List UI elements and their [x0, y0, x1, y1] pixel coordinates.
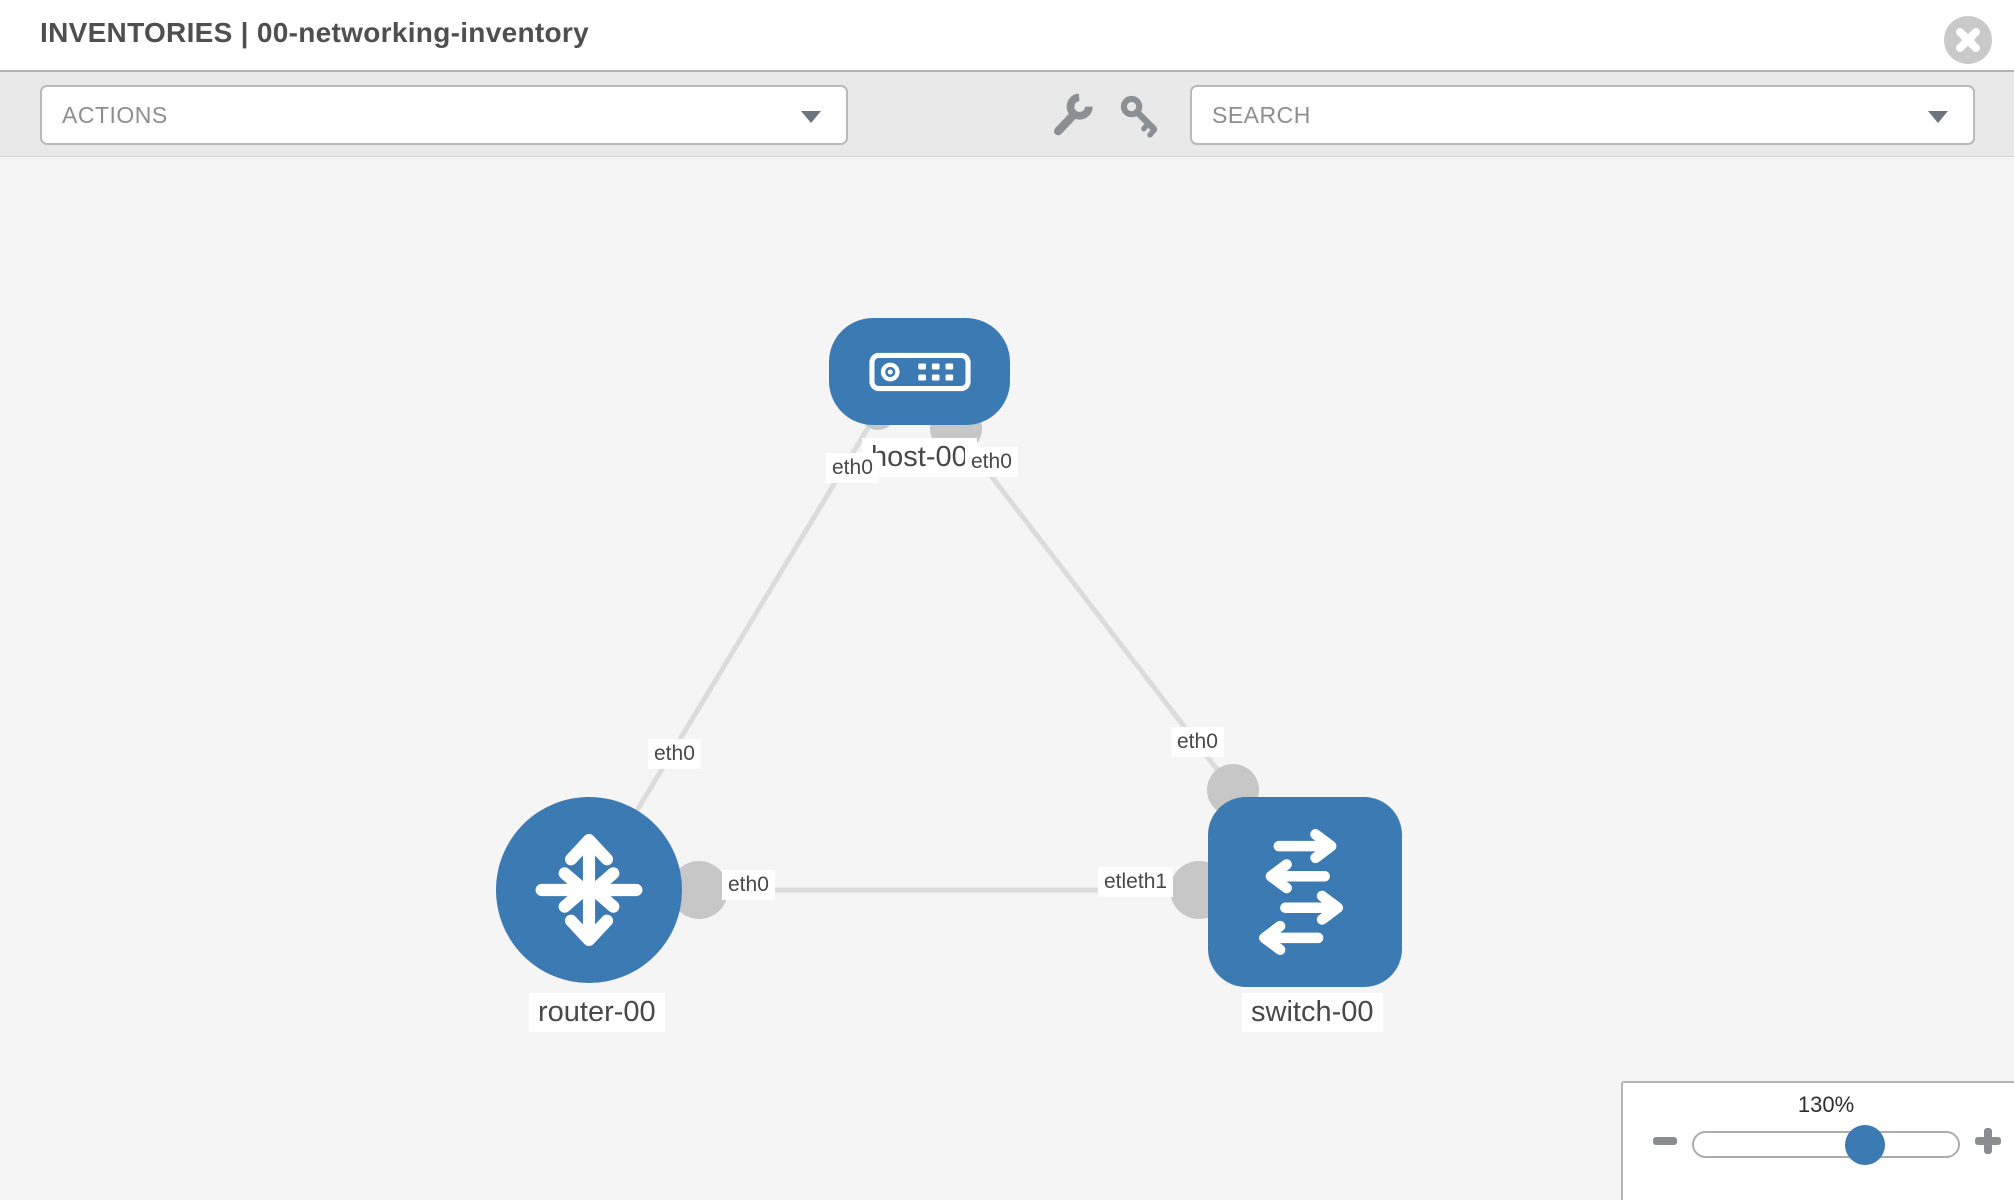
node-label-router-00: router-00: [529, 993, 665, 1032]
wrench-icon: [1053, 93, 1093, 136]
host-server-icon: [868, 352, 971, 391]
interface-label-router-eth0-top: eth0: [648, 739, 701, 769]
zoom-level-value: 130%: [1797, 1092, 1855, 1117]
node-host-00[interactable]: [829, 318, 1010, 425]
close-icon: [1956, 28, 1980, 52]
node-router-00[interactable]: [496, 797, 682, 983]
chevron-down-icon: [1928, 111, 1948, 123]
actions-dropdown[interactable]: ACTIONS: [40, 85, 848, 145]
interface-label-router-eth0-right: eth0: [722, 870, 775, 900]
search-dropdown[interactable]: SEARCH: [1190, 85, 1975, 145]
toolbar: ACTIONS SEARCH: [0, 72, 2014, 157]
search-dropdown-label: SEARCH: [1212, 102, 1311, 128]
actions-dropdown-label: ACTIONS: [62, 102, 168, 128]
interface-label-host-eth0-left: eth0: [826, 453, 879, 483]
switch-arrows-icon: [1259, 829, 1344, 955]
page-title: INVENTORIES | 00-networking-inventory: [40, 17, 589, 48]
zoom-slider-track[interactable]: [1692, 1131, 1960, 1158]
node-label-host-00: host-00: [862, 438, 977, 477]
zoom-slider-thumb[interactable]: [1845, 1125, 1885, 1165]
titlebar: INVENTORIES | 00-networking-inventory: [0, 0, 2014, 72]
router-arrows-icon: [535, 834, 643, 946]
interface-label-host-eth0-right: eth0: [965, 447, 1018, 477]
minus-icon: [1653, 1137, 1677, 1145]
interface-label-switch-etleth1: etleth1: [1098, 867, 1174, 897]
node-label-switch-00: switch-00: [1242, 993, 1383, 1032]
close-button[interactable]: [1944, 16, 1992, 64]
key-icon: [1120, 95, 1158, 138]
zoom-in-button[interactable]: [1975, 1128, 2001, 1154]
key-button[interactable]: [1116, 92, 1164, 140]
node-switch-00[interactable]: [1208, 797, 1402, 987]
chevron-down-icon: [801, 111, 821, 123]
tools-button[interactable]: [1048, 92, 1096, 140]
port-router-right: [670, 861, 728, 919]
zoom-control-panel: 130%: [1621, 1081, 2014, 1200]
zoom-out-button[interactable]: [1653, 1137, 1677, 1145]
interface-label-switch-eth0-top: eth0: [1171, 727, 1224, 757]
